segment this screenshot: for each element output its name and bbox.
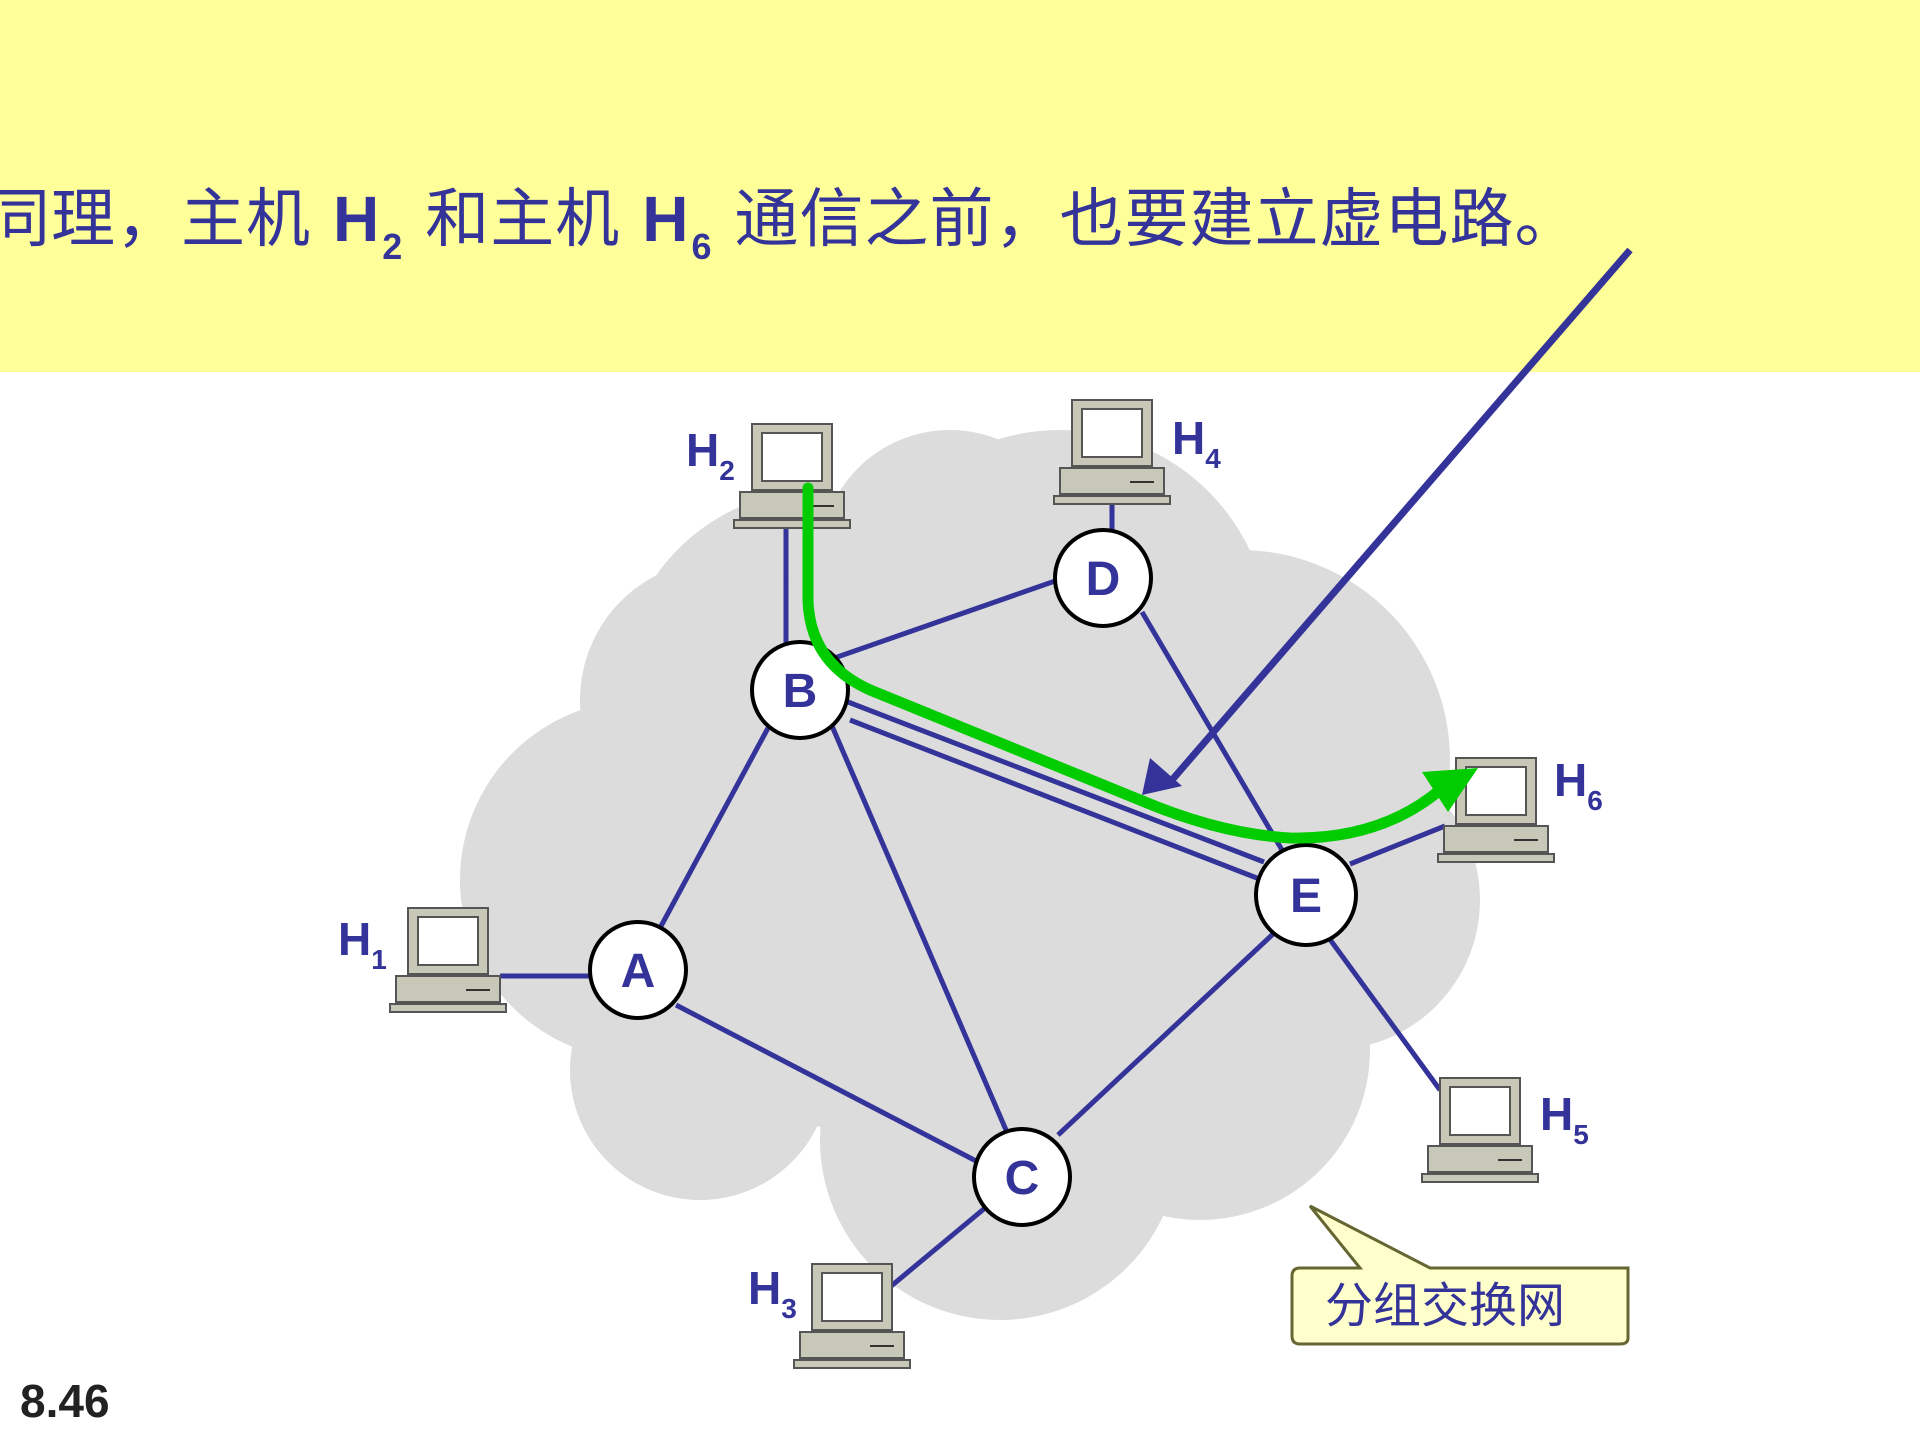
host-h6-label: H6 [1554, 754, 1603, 816]
node-c-label: C [1005, 1152, 1040, 1205]
slide-number: 8.46 [20, 1375, 110, 1427]
computer-icon [1421, 1077, 1539, 1183]
host-h4: H4 [1053, 399, 1221, 505]
links [500, 500, 1446, 1294]
host-h5-label: H5 [1540, 1088, 1589, 1150]
caption-before: 同理，主机 [0, 183, 311, 257]
host-h1: H1 [338, 907, 507, 1013]
network-callout: 分组交换网 [1290, 1204, 1630, 1346]
arrowhead-icon [1142, 758, 1182, 795]
link-b-c [829, 725, 1009, 1131]
host-h5: H5 [1421, 1077, 1589, 1183]
node-c: C [972, 1127, 1072, 1227]
node-e: E [1254, 843, 1358, 947]
virtual-circuit-path [802, 482, 1478, 844]
host-h3-label: H3 [748, 1262, 797, 1324]
arrowhead-icon [1422, 768, 1478, 812]
title-banner [0, 0, 1920, 372]
link-c-h3 [882, 1206, 987, 1294]
network-label: 分组交换网 [1325, 1278, 1565, 1334]
caption-after: 通信之前，也要建立虚电路。 [734, 183, 1580, 257]
node-b-label: B [783, 665, 818, 718]
host-h3: H3 [748, 1262, 911, 1369]
link-b-a [657, 726, 771, 930]
computer-icon [1053, 399, 1171, 505]
host-h2: H2 [686, 423, 851, 529]
link-b-d [799, 577, 1059, 673]
node-d-label: D [1086, 553, 1121, 606]
host-h4-label: H4 [1172, 412, 1221, 474]
node-d: D [1053, 528, 1153, 628]
host-h1-label: H1 [338, 913, 387, 975]
link-e-c [1056, 918, 1290, 1137]
link-e-h6 [1349, 823, 1446, 867]
pointer-arrow [1142, 247, 1633, 795]
caption-host-a: H2 [333, 183, 404, 267]
host-h2-label: H2 [686, 424, 735, 486]
caption-text: 同理，主机 H2 和主机 H6 通信之前，也要建立虚电路。 [0, 168, 1580, 268]
node-a: A [588, 920, 688, 1020]
computer-icon [733, 423, 851, 529]
node-e-label: E [1290, 870, 1322, 923]
computer-icon [389, 907, 507, 1013]
node-a-label: A [621, 945, 656, 998]
host-h6: H6 [1437, 754, 1603, 863]
caption-middle: 和主机 [425, 183, 621, 257]
link-e-h5 [1323, 932, 1443, 1092]
link-b-e-upper [847, 699, 1265, 865]
caption-host-b: H6 [642, 183, 713, 267]
link-a-c [674, 1002, 980, 1165]
computer-icon [793, 1263, 911, 1369]
link-b-e-lower [849, 717, 1263, 883]
node-b: B [750, 640, 850, 740]
